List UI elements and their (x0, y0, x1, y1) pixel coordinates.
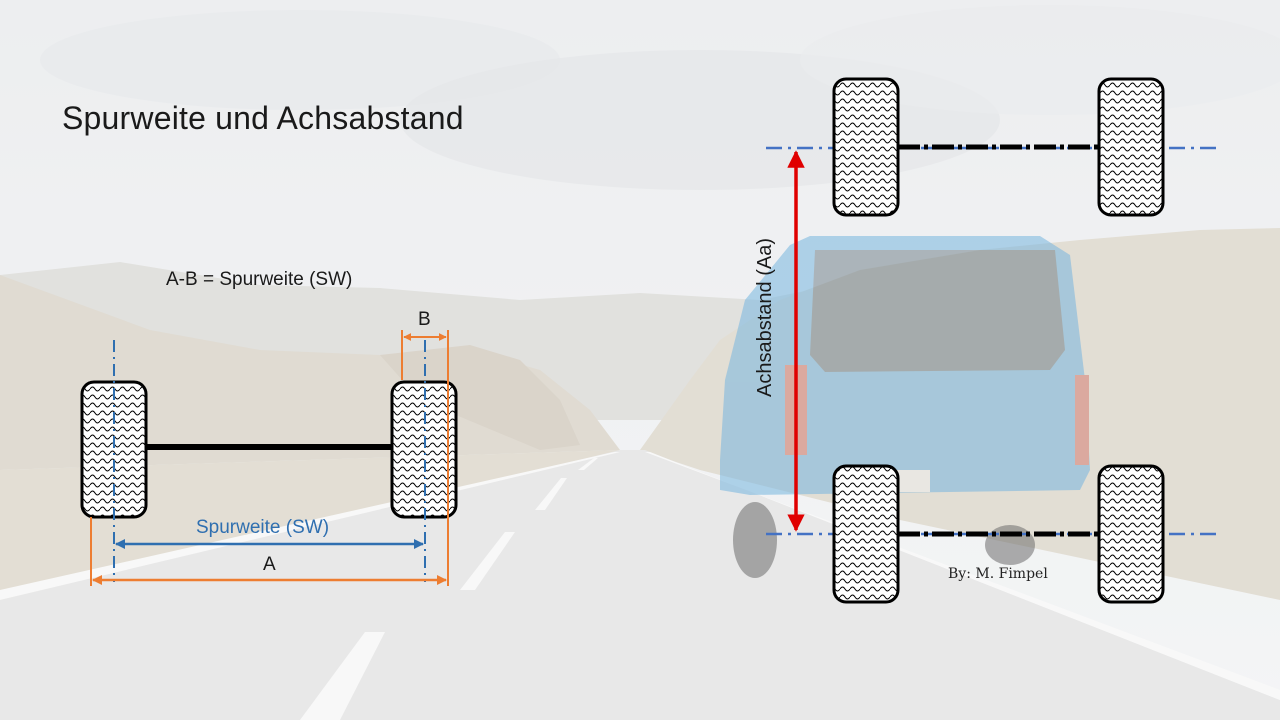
front-right-wheel (1097, 77, 1165, 217)
formula-text: A-B = Spurweite (SW) (166, 269, 353, 290)
right-wheel (390, 380, 458, 519)
wheelbase-label: Achsabstand (Aa) (754, 238, 776, 397)
page-title: Spurweite und Achsabstand (62, 100, 464, 136)
top-view-diagram (766, 77, 1218, 604)
front-left-wheel (832, 77, 900, 217)
author-credit: By: M. Fimpel (948, 566, 1048, 582)
front-axle-diagram (80, 330, 458, 586)
rear-left-wheel (832, 464, 900, 604)
label-a: A (263, 554, 276, 575)
left-wheel (80, 380, 148, 519)
rear-right-wheel (1097, 464, 1165, 604)
track-width-label: Spurweite (SW) (196, 517, 330, 538)
label-b: B (418, 309, 431, 330)
